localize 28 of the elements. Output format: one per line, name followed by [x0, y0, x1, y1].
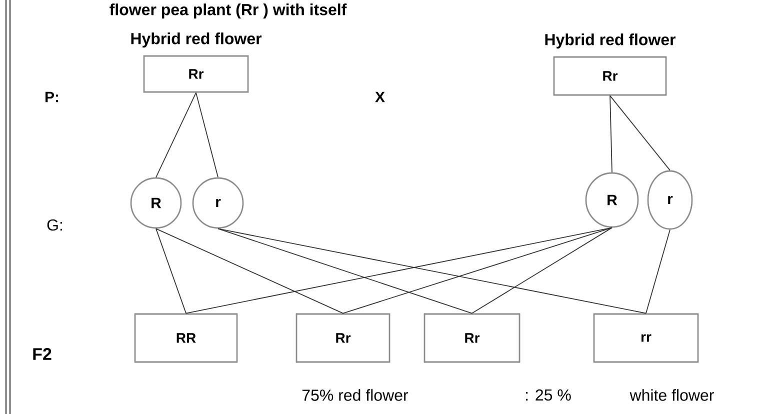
- genotype-box: Rr: [296, 313, 390, 363]
- genotype-box: Rr: [424, 313, 520, 363]
- genotype-box: Rr: [553, 56, 667, 96]
- line: [610, 95, 612, 173]
- label: 75% red flower: [302, 389, 408, 401]
- label: white flower: [630, 389, 714, 401]
- label: F2: [33, 348, 52, 360]
- genotype-box: rr: [593, 313, 699, 363]
- line: [156, 228, 186, 314]
- line: [218, 228, 646, 314]
- heading: Hybrid red flower: [545, 34, 676, 48]
- line: [646, 229, 670, 314]
- label: : 25 %: [526, 389, 571, 401]
- label: flower pea plant (Rr ) with itself: [110, 4, 347, 18]
- label: G:: [47, 219, 62, 231]
- genotype-box: RR: [134, 313, 238, 363]
- line: [156, 92, 196, 178]
- line: [472, 227, 612, 314]
- line: [186, 227, 612, 314]
- line: [196, 92, 218, 178]
- genotype-box: Rr: [143, 55, 249, 93]
- line: [156, 228, 344, 314]
- line: [342, 227, 612, 314]
- line: [218, 228, 472, 314]
- line: [610, 95, 670, 171]
- label: X: [375, 92, 385, 102]
- heading: Hybrid red flower: [131, 32, 262, 48]
- label: P:: [46, 92, 58, 102]
